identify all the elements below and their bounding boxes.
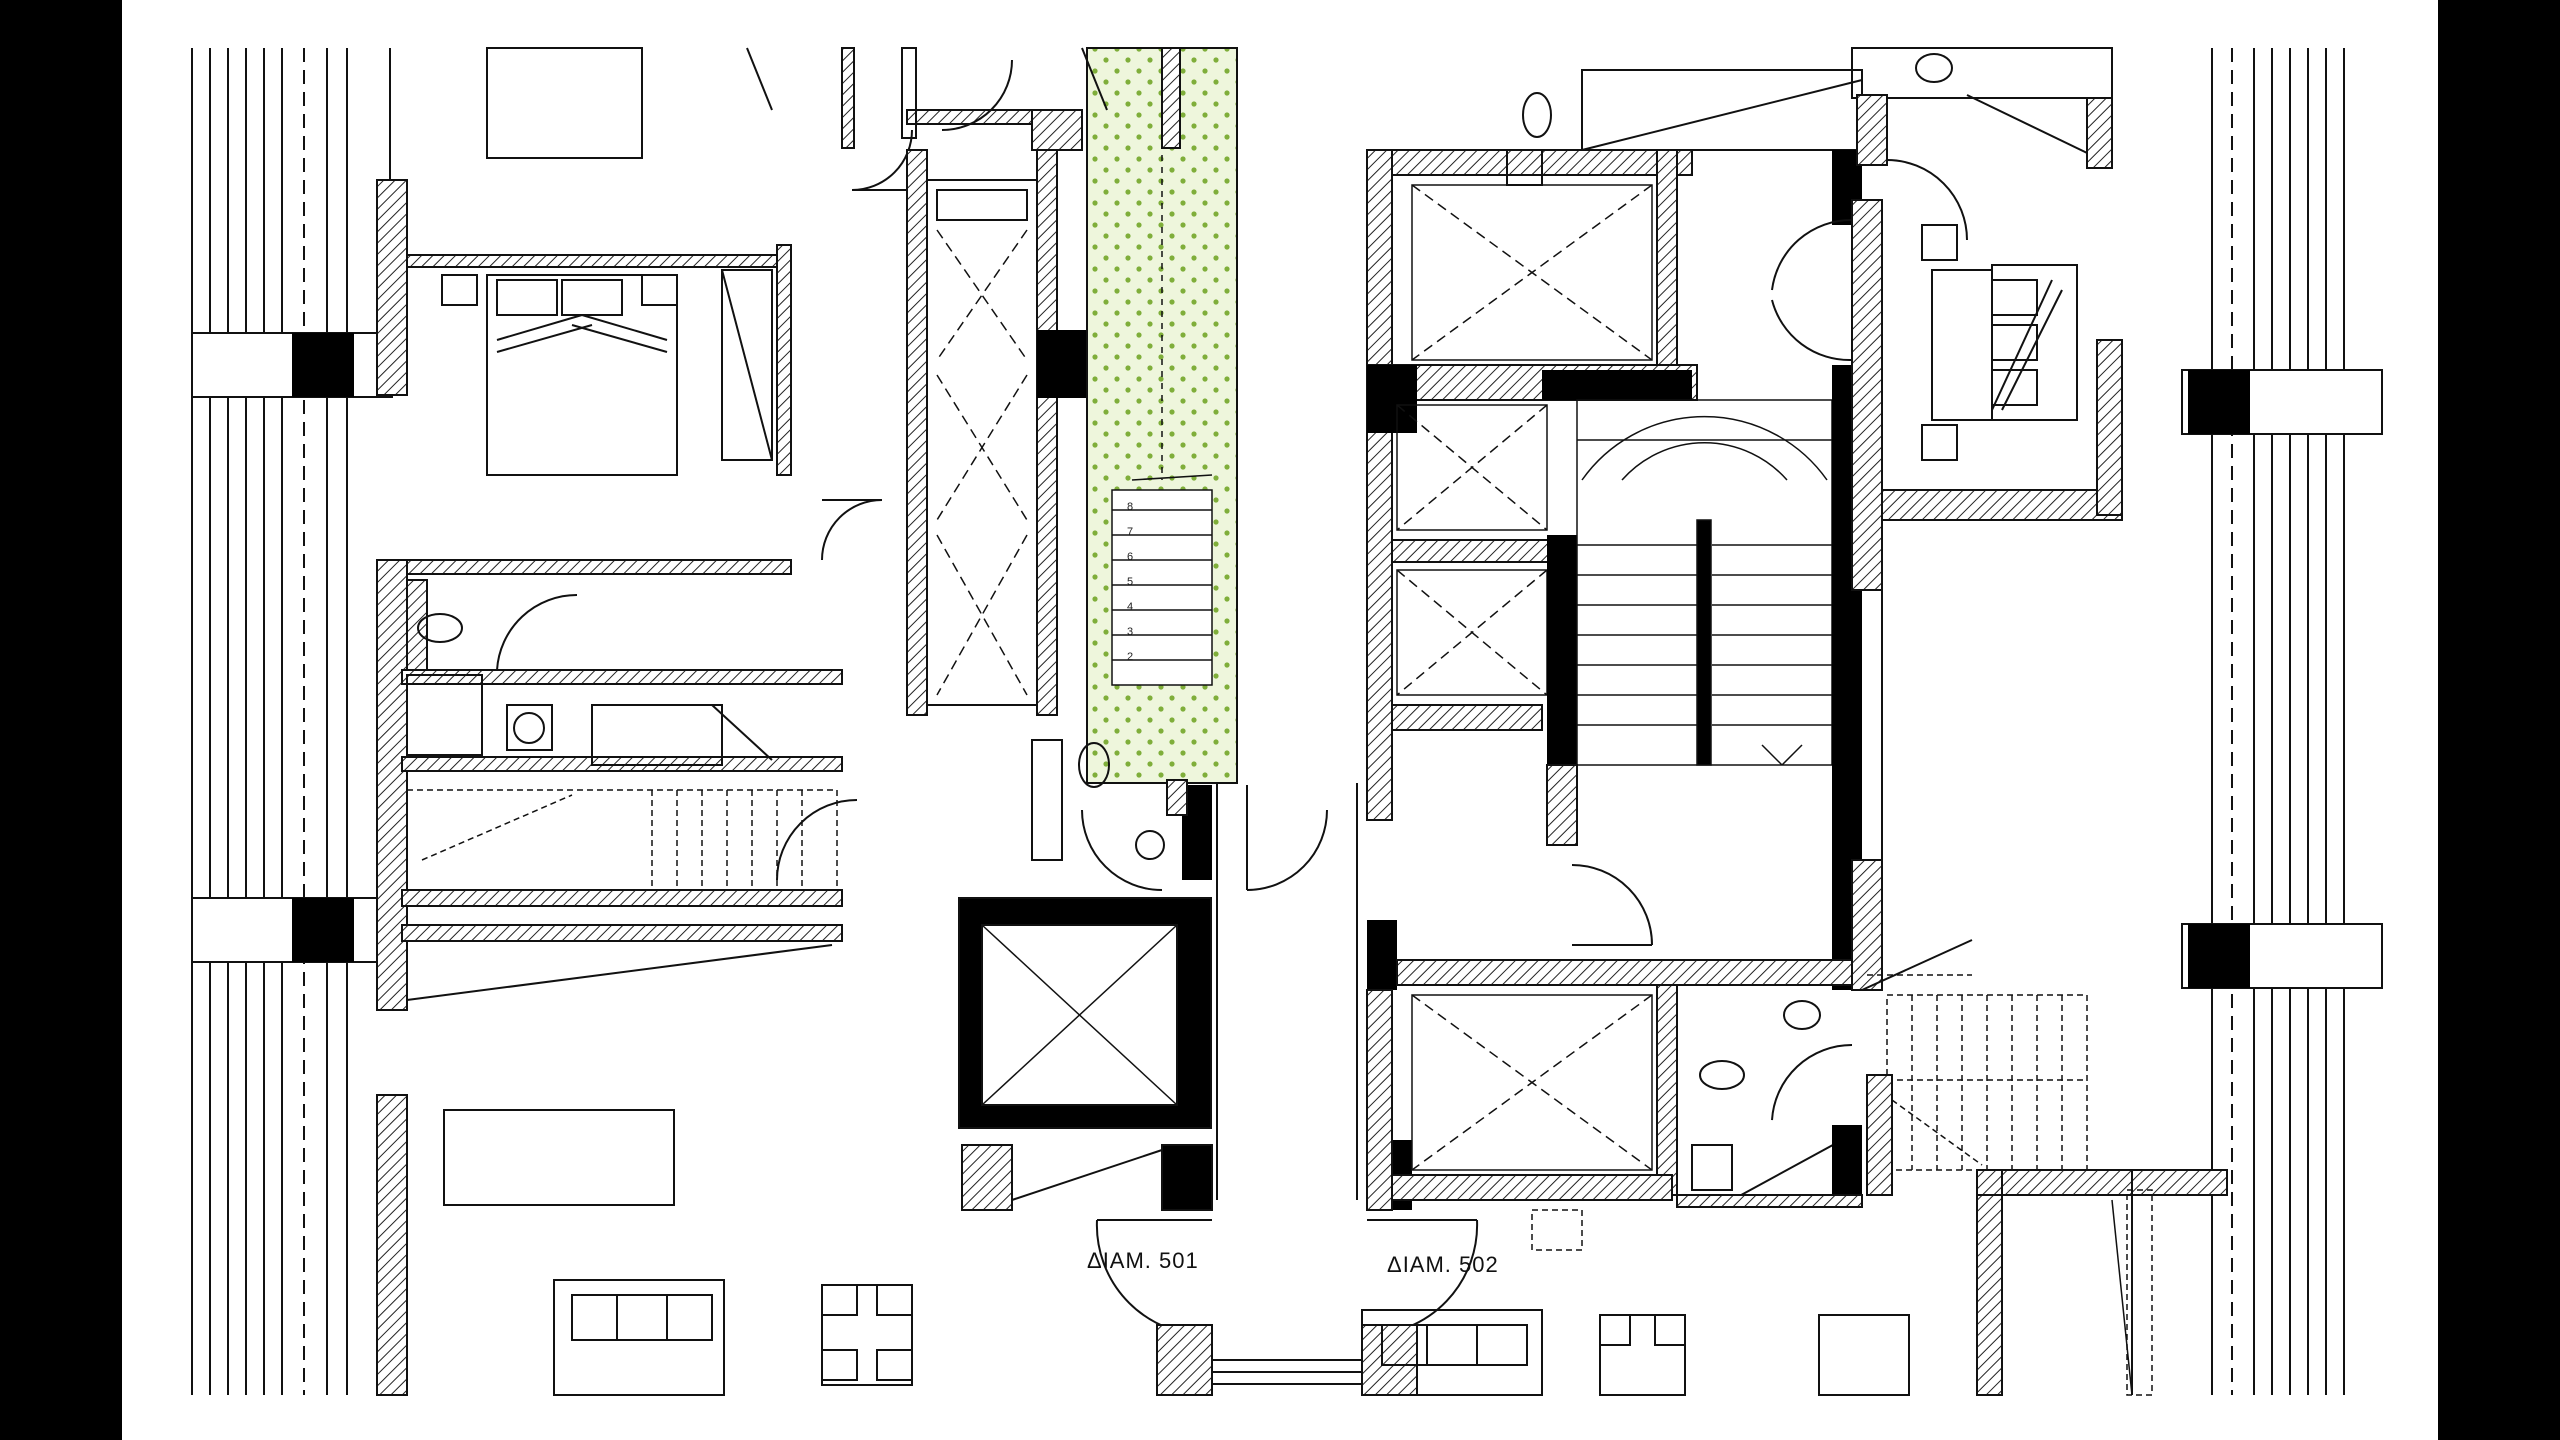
right-dining-table xyxy=(1599,1314,1686,1396)
stair-step-4: 4 xyxy=(1127,601,1133,613)
left-bathroom xyxy=(401,579,858,881)
apartment-502-label: ΔIAM. 502 xyxy=(1387,1252,1499,1277)
stair-step-3: 3 xyxy=(1127,626,1133,638)
right-bathroom xyxy=(1691,1000,1853,1201)
left-dining-table xyxy=(821,1284,913,1386)
letterbox-left xyxy=(0,0,122,1440)
stair-step-8: 8 xyxy=(1127,501,1133,513)
corridor xyxy=(1216,783,1358,1200)
left-balcony xyxy=(191,48,348,1395)
right-sofa xyxy=(1361,1309,1543,1396)
right-storage-bottom xyxy=(1411,994,1653,1171)
stair-step-5: 5 xyxy=(1127,576,1133,588)
apartment-501-label: ΔIAM. 501 xyxy=(1087,1248,1199,1273)
right-balcony xyxy=(2211,48,2345,1395)
right-storage-top xyxy=(1411,184,1653,361)
stair-step-6: 6 xyxy=(1127,551,1133,563)
central-stair xyxy=(1111,95,1213,686)
entrance-steps xyxy=(1212,1359,1362,1385)
left-bedroom xyxy=(406,47,913,575)
elevator xyxy=(958,897,1213,1211)
right-lower-stair xyxy=(1886,994,2088,1171)
left-storage xyxy=(936,229,1028,696)
apartment-502-door xyxy=(1366,1219,1479,1337)
stair-step-7: 7 xyxy=(1127,526,1133,538)
right-bedroom xyxy=(1921,224,2078,461)
stair-step-2: 2 xyxy=(1127,651,1133,663)
letterbox-right xyxy=(2438,0,2560,1440)
main-stair xyxy=(1576,399,1833,766)
left-stair xyxy=(406,789,838,891)
floor-plan-drawing: 2 3 4 5 6 7 8 ΔIAM. 501 ΔIAM. 502 xyxy=(191,47,2383,1396)
apartment-501-door xyxy=(1095,1219,1213,1337)
floor-plan-sheet: 2 3 4 5 6 7 8 ΔIAM. 501 ΔIAM. 502 xyxy=(122,0,2438,1440)
left-sofa xyxy=(553,1279,725,1396)
